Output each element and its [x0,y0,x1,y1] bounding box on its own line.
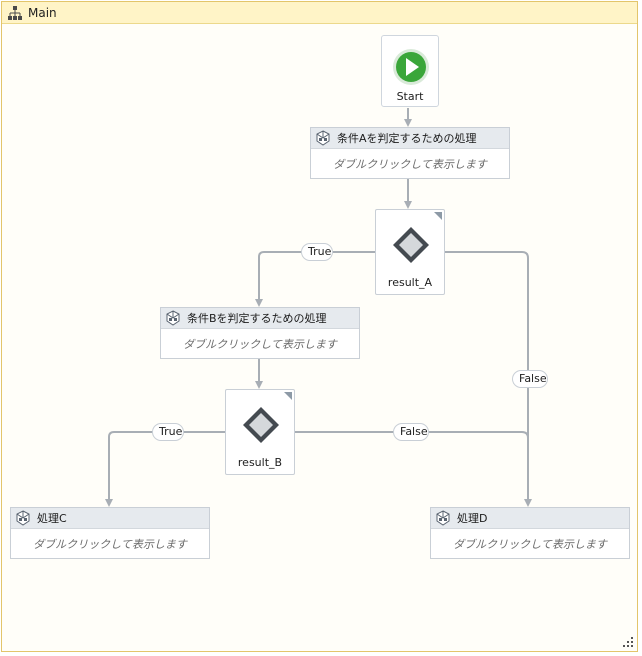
decision-diamond-icon [393,227,429,263]
connector-result-b-true[interactable] [105,431,225,507]
activity-hint: ダブルクリックして表示します [33,537,187,551]
activity-name: 条件Bを判定するための処理 [187,312,327,325]
connector-label-b-true[interactable]: True [152,423,184,441]
start-label: Start [396,90,424,103]
activity-name: 処理D [457,512,488,525]
activity-condition-a[interactable]: 条件Aを判定するための処理 ダブルクリックして表示します [310,127,510,179]
sequence-icon [166,310,180,326]
activity-hint: ダブルクリックして表示します [183,337,337,351]
play-icon [393,49,429,85]
sequence-icon [16,510,30,526]
decision-result-a[interactable]: result_A [375,209,445,295]
flowchart-titlebar[interactable]: Main [2,2,637,24]
connector-lines [105,108,532,507]
activity-hint: ダブルクリックして表示します [453,537,607,551]
flowchart-canvas[interactable]: Start 条件Aを判定するための処理 ダブルクリックして表示します resul… [2,24,637,651]
decision-result-b[interactable]: result_B [225,389,295,475]
corner-indicator-icon [434,212,442,220]
decision-label: result_A [387,276,433,289]
resize-grip-icon[interactable] [623,637,633,647]
activity-name: 条件Aを判定するための処理 [337,132,477,145]
activity-header: 条件Bを判定するための処理 [161,308,359,329]
connector-result-a-false[interactable] [444,251,532,507]
workflow-title: Main [28,5,57,20]
activity-condition-b[interactable]: 条件Bを判定するための処理 ダブルクリックして表示します [160,307,360,359]
activity-name: 処理C [37,512,67,525]
sequence-icon [436,510,450,526]
connector-result-a-true[interactable] [255,251,375,307]
activity-process-c[interactable]: 処理C ダブルクリックして表示します [10,507,210,559]
flowchart-icon [8,5,22,20]
activity-header: 条件Aを判定するための処理 [311,128,509,149]
activity-process-d[interactable]: 処理D ダブルクリックして表示します [430,507,630,559]
decision-label: result_B [237,456,283,469]
start-node[interactable]: Start [381,35,439,107]
connector-label-a-false[interactable]: False [512,370,548,388]
activity-header: 処理C [11,508,209,529]
connector-label-a-true[interactable]: True [301,243,333,261]
connector-result-b-false[interactable] [294,431,529,439]
activity-hint: ダブルクリックして表示します [333,157,487,171]
decision-diamond-icon [243,407,279,443]
sequence-icon [316,130,330,146]
connector-label-b-false[interactable]: False [393,423,429,441]
corner-indicator-icon [284,392,292,400]
activity-header: 処理D [431,508,629,529]
